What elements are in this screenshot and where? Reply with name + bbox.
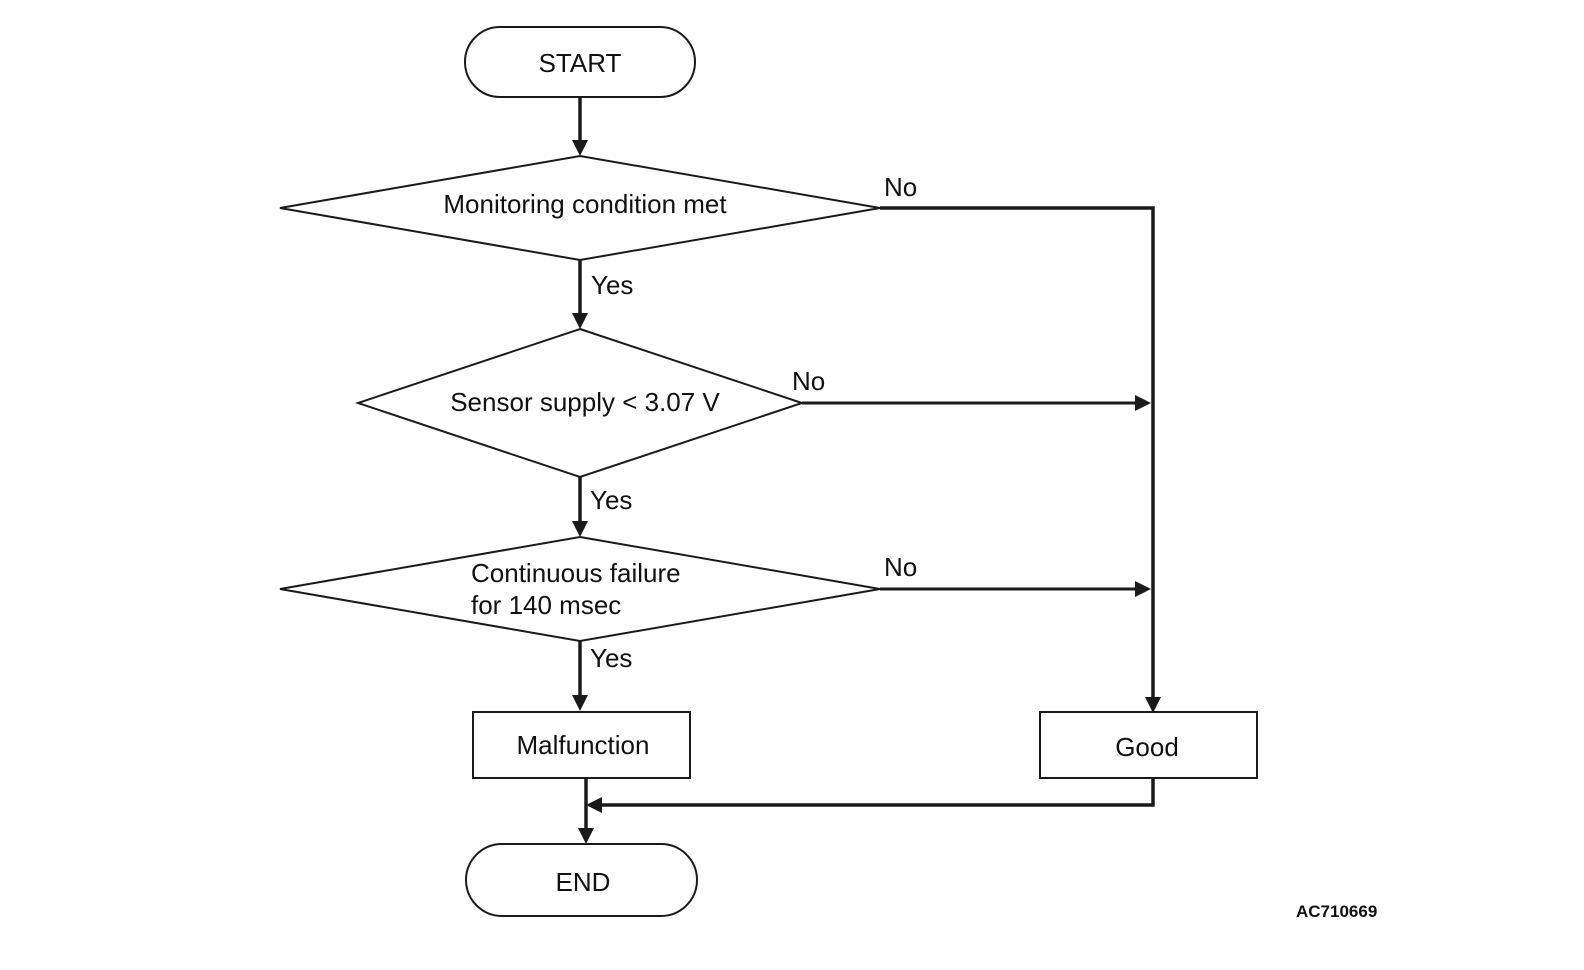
decision-continuous-label-line2: for 140 msec xyxy=(471,590,621,620)
edge-sensor-yes-label: Yes xyxy=(590,485,632,515)
edge-good-to-end xyxy=(602,778,1155,807)
arrowhead-sensor-no xyxy=(1135,395,1151,411)
arrowhead-monitoring-yes xyxy=(572,313,588,329)
arrowhead-good-merge xyxy=(586,797,602,813)
arrowhead-start-to-monitoring xyxy=(572,140,588,156)
start-label: START xyxy=(539,48,622,78)
decision-sensor-label: Sensor supply < 3.07 V xyxy=(450,387,720,417)
arrowhead-continuous-no xyxy=(1135,581,1151,597)
decision-continuous xyxy=(279,535,881,643)
decision-monitoring-label: Monitoring condition met xyxy=(443,189,727,219)
arrowhead-to-end xyxy=(578,828,594,844)
edge-monitoring-no xyxy=(880,206,1155,698)
arrowhead-to-good xyxy=(1145,697,1161,713)
arrowhead-continuous-yes xyxy=(572,695,588,711)
malfunction-box xyxy=(472,711,691,779)
arrowhead-sensor-yes xyxy=(572,521,588,537)
good-box xyxy=(1039,711,1258,779)
end-terminal xyxy=(465,843,698,917)
end-label: END xyxy=(556,867,611,897)
malfunction-label: Malfunction xyxy=(517,730,650,760)
edge-monitoring-yes-label: Yes xyxy=(591,270,633,300)
good-label: Good xyxy=(1115,732,1179,762)
figure-code: AC710669 xyxy=(1296,902,1377,921)
edge-continuous-yes-label: Yes xyxy=(590,643,632,673)
edge-monitoring-no-label: No xyxy=(884,172,917,202)
edge-continuous-no-label: No xyxy=(884,552,917,582)
decision-continuous-label-line1: Continuous failure xyxy=(471,558,681,588)
edge-sensor-no-label: No xyxy=(792,366,825,396)
